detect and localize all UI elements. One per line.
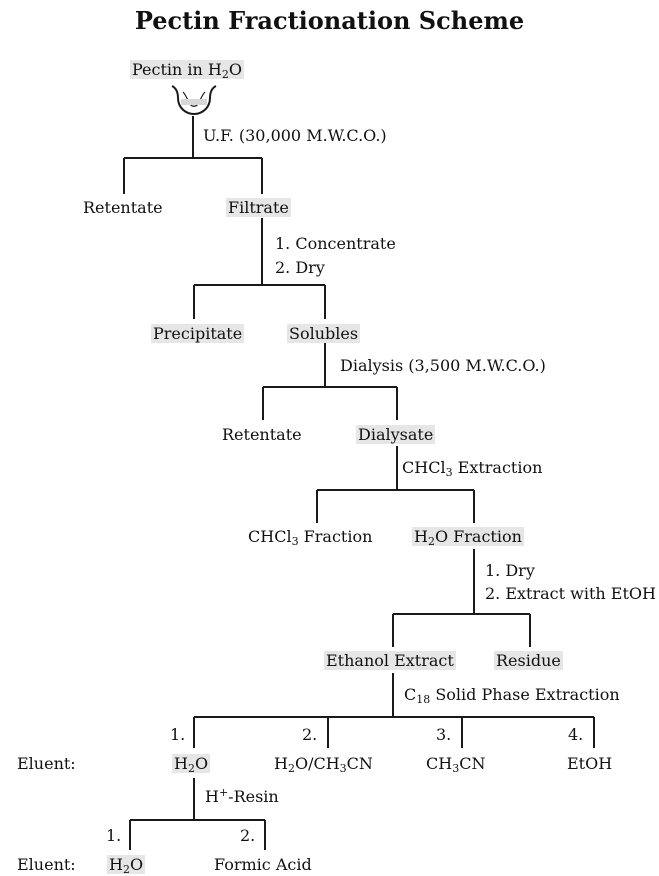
- eluent-number-4: 4.: [568, 725, 584, 744]
- diagram-title: Pectin Fractionation Scheme: [134, 6, 525, 35]
- resin-eluent-number-2: 2.: [240, 826, 256, 845]
- method-dry-1: 2. Dry: [275, 258, 325, 277]
- eluent-etoh: EtOH: [567, 754, 613, 773]
- eluent-number-2: 2.: [302, 725, 318, 744]
- node-filtrate: Filtrate: [226, 198, 291, 217]
- method-dry-2: 1. Dry: [485, 561, 535, 580]
- method-extract-etoh: 2. Extract with EtOH: [485, 584, 656, 603]
- funnel-beaker-icon: [171, 85, 217, 116]
- method-concentrate: 1. Concentrate: [275, 234, 396, 253]
- node-pectin-in-water: Pectin in H2O: [130, 60, 244, 81]
- resin-eluent-formic-acid: Formic Acid: [214, 855, 312, 874]
- eluent-ch3cn: CH3CN: [426, 754, 486, 775]
- method-c18-spe: C18 Solid Phase Extraction: [404, 685, 620, 706]
- eluent-number-1: 1.: [170, 725, 186, 744]
- method-h-resin: H+-Resin: [205, 786, 279, 806]
- node-h2o-fraction: H2O Fraction: [412, 527, 524, 548]
- node-retentate-2: Retentate: [222, 425, 302, 444]
- eluent-h2o: H2O: [172, 754, 211, 775]
- node-solubles: Solubles: [287, 324, 361, 343]
- node-residue: Residue: [494, 651, 563, 670]
- method-dialysis: Dialysis (3,500 M.W.C.O.): [340, 356, 546, 375]
- node-dialysate: Dialysate: [356, 425, 436, 444]
- eluent-label-1: Eluent:: [17, 754, 76, 773]
- resin-eluent-number-1: 1.: [106, 826, 122, 845]
- eluent-h2o-ch3cn: H2O/CH3CN: [274, 754, 373, 775]
- node-precipitate: Precipitate: [151, 324, 245, 343]
- node-retentate-1: Retentate: [83, 198, 163, 217]
- eluent-label-2: Eluent:: [17, 855, 76, 874]
- resin-eluent-h2o: H2O: [107, 855, 146, 876]
- eluent-number-3: 3.: [436, 725, 452, 744]
- method-ultrafiltration: U.F. (30,000 M.W.C.O.): [203, 126, 387, 145]
- method-chcl3-extraction: CHCl3 Extraction: [402, 458, 543, 479]
- node-ethanol-extract: Ethanol Extract: [324, 651, 456, 670]
- node-chcl3-fraction: CHCl3 Fraction: [248, 527, 373, 548]
